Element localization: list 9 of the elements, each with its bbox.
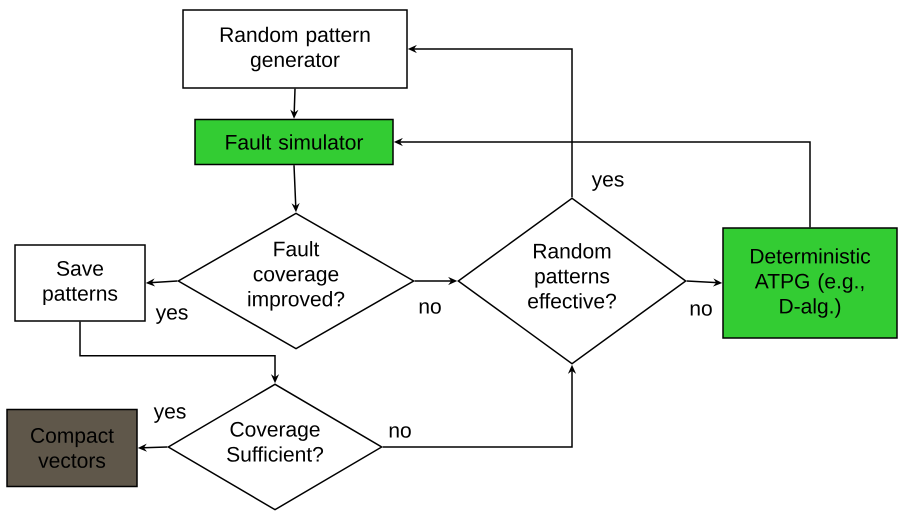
process-box: Save patterns [14,244,146,322]
process-box: Compact vectors [6,408,138,488]
process-box: Deterministic ATPG (e.g., D-alg.) [722,227,898,339]
edge-label: yes [592,175,624,191]
edge-label: no [390,426,411,438]
edge-label: no [690,304,712,316]
edge-label: no [420,302,441,314]
process-box: Random pattern generator [182,9,408,89]
process-box: Fault simulator [194,118,394,166]
